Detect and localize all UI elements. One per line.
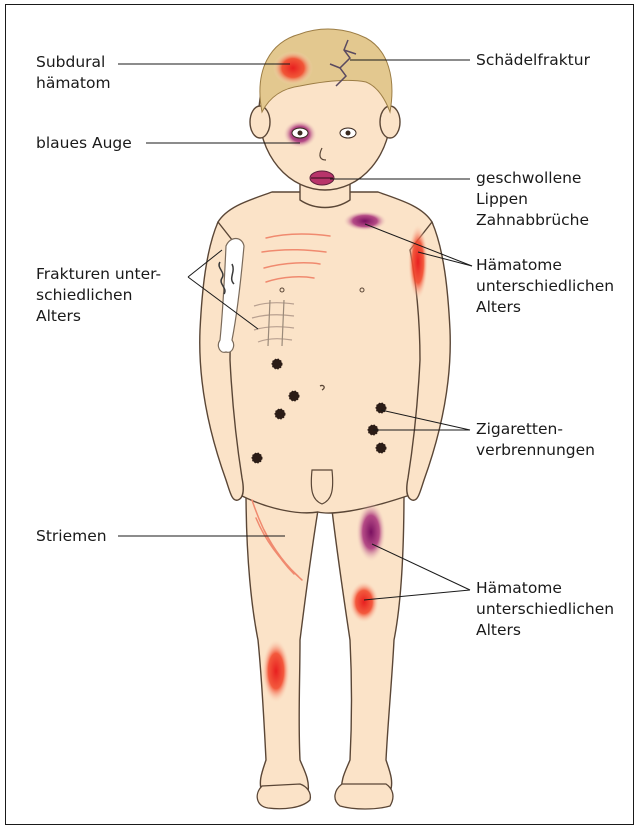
burn-mark — [252, 453, 262, 463]
left-ear — [250, 106, 270, 138]
label-line: Hämatome — [476, 578, 614, 599]
label-line: Zigaretten- — [476, 419, 595, 440]
burn-mark — [289, 391, 299, 401]
label-cigarette-burns: Zigaretten- verbrennungen — [476, 419, 595, 461]
label-line: unterschiedlichen — [476, 276, 614, 297]
subdural-hematoma — [273, 51, 313, 85]
knee-hematoma — [349, 581, 379, 623]
label-line: Alters — [476, 297, 614, 318]
burn-mark — [275, 409, 285, 419]
label-swollen-lips: geschwollene Lippen Zahnabbrüche — [476, 168, 589, 231]
label-hematomes-lower: Hämatome unterschiedlichen Alters — [476, 578, 614, 641]
shoulder-bruise — [343, 211, 387, 231]
burn-mark — [376, 403, 386, 413]
burn-mark — [376, 443, 386, 453]
label-line: Alters — [36, 306, 161, 327]
left-foot — [257, 784, 310, 809]
thigh-bruise — [356, 502, 386, 562]
label-line: Subdural — [36, 52, 111, 73]
label-line: verbrennungen — [476, 440, 595, 461]
left-pupil — [298, 131, 303, 136]
label-hematomes-upper: Hämatome unterschiedlichen Alters — [476, 255, 614, 318]
label-welts: Striemen — [36, 526, 107, 547]
label-line: schiedlichen — [36, 285, 161, 306]
label-line: hämatom — [36, 73, 111, 94]
label-fractures: Frakturen unter- schiedlichen Alters — [36, 264, 161, 327]
label-line: geschwollene — [476, 168, 589, 189]
label-line: Hämatome — [476, 255, 614, 276]
shin-hematoma — [262, 639, 290, 703]
label-black-eye: blaues Auge — [36, 133, 132, 154]
burn-mark — [272, 359, 282, 369]
label-line: Zahnabbrüche — [476, 210, 589, 231]
torso — [214, 192, 436, 513]
label-line: Frakturen unter- — [36, 264, 161, 285]
label-line: unterschiedlichen — [476, 599, 614, 620]
label-line: Striemen — [36, 526, 107, 547]
arm-hematoma — [408, 224, 428, 300]
label-line: blaues Auge — [36, 133, 132, 154]
label-line: Alters — [476, 620, 614, 641]
label-skull-fracture: Schädelfraktur — [476, 50, 590, 71]
label-line: Schädelfraktur — [476, 50, 590, 71]
child-body — [200, 34, 451, 799]
right-foot — [335, 784, 393, 809]
label-subdural-hematoma: Subdural hämatom — [36, 52, 111, 94]
right-pupil — [346, 131, 351, 136]
label-line: Lippen — [476, 189, 589, 210]
